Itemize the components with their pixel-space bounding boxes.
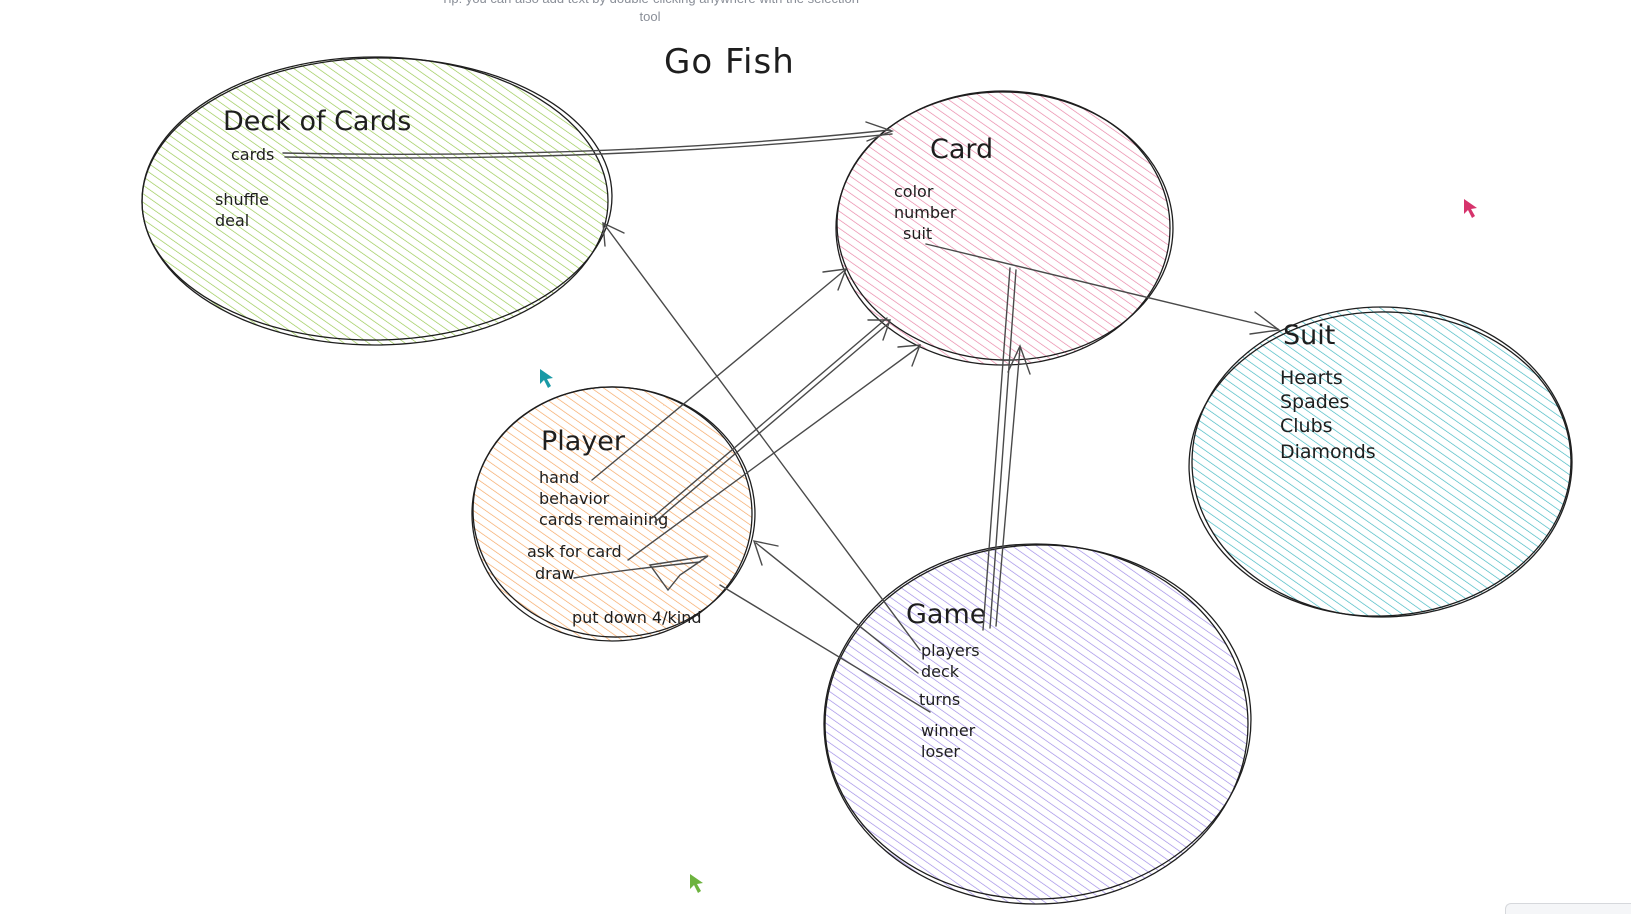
arrow-game-turns-to-player[interactable]: [719, 584, 931, 713]
deck-item-cards: cards: [231, 145, 274, 164]
player-item-put-down: put down 4/kind: [572, 608, 702, 627]
arrow-game-to-player[interactable]: [752, 540, 919, 674]
game-item-deck: deck: [921, 662, 960, 681]
bottom-panel-tab[interactable]: [1505, 903, 1631, 914]
card-item-color: color: [894, 182, 934, 201]
node-deck-of-cards[interactable]: Deck of Cards cards shuffle deal: [140, 54, 615, 346]
suit-fill: [1192, 307, 1572, 617]
game-item-loser: loser: [921, 742, 960, 761]
game-fill: [824, 544, 1248, 904]
player-item-draw: draw: [535, 564, 575, 583]
arrow-player-draw-scribble[interactable]: [573, 555, 709, 592]
player-item-ask-for-card: ask for card: [527, 542, 622, 561]
player-item-behavior: behavior: [539, 489, 610, 508]
card-fill: [836, 91, 1170, 365]
card-title: Card: [930, 134, 993, 165]
deck-item-shuffle: shuffle: [215, 190, 269, 209]
node-game[interactable]: Game players deck turns winner loser: [819, 538, 1257, 907]
player-title: Player: [541, 426, 626, 457]
card-outline-2: [836, 91, 1174, 361]
deck-item-deal: deal: [215, 211, 249, 230]
game-outline-2: [824, 544, 1252, 900]
card-item-suit: suit: [903, 224, 932, 243]
diagram-title: Go Fish: [664, 42, 795, 82]
suit-title: Suit: [1283, 320, 1335, 351]
arrow-deck-to-card[interactable]: [282, 121, 895, 159]
suit-item-spades: Spades: [1280, 391, 1349, 413]
game-title: Game: [906, 599, 986, 630]
cursor-pink: [1464, 199, 1477, 218]
cursor-arrow-icon: [690, 874, 703, 893]
player-outline-2: [472, 386, 756, 638]
deck-outline-2: [141, 57, 613, 341]
tip-text: Tip: you can also add text by double-cli…: [441, 0, 859, 24]
suit-item-diamonds: Diamonds: [1280, 441, 1376, 463]
deck-fill: [142, 57, 608, 345]
game-item-players: players: [921, 641, 980, 660]
node-card[interactable]: Card color number suit: [832, 86, 1177, 366]
player-item-cards-remaining: cards remaining: [539, 510, 668, 529]
player-fill: [472, 387, 752, 641]
cursor-green: [690, 874, 703, 893]
game-item-winner: winner: [921, 721, 976, 740]
suit-item-clubs: Clubs: [1280, 415, 1333, 437]
connectors: [282, 121, 1281, 713]
node-suit[interactable]: Suit Hearts Spades Clubs Diamonds: [1184, 305, 1576, 622]
suit-outline-2: [1188, 311, 1572, 617]
arrow-player-hand-to-card[interactable]: [591, 268, 848, 481]
cursor-arrow-icon: [1464, 199, 1477, 218]
node-player[interactable]: Player hand behavior cards remaining ask…: [467, 380, 762, 644]
suit-item-hearts: Hearts: [1280, 367, 1343, 389]
cursor-arrow-icon: [540, 369, 553, 388]
arrow-card-to-suit[interactable]: [925, 243, 1281, 335]
player-item-hand: hand: [539, 468, 579, 487]
deck-title: Deck of Cards: [223, 106, 411, 137]
game-item-turns: turns: [919, 690, 960, 709]
game-outline: [823, 543, 1249, 905]
arrow-game-to-card[interactable]: [982, 267, 1031, 631]
arrow-game-to-deck[interactable]: [602, 221, 921, 651]
suit-outline: [1191, 306, 1573, 618]
cursor-teal: [540, 369, 553, 388]
arrow-player-cards-to-card[interactable]: [651, 317, 891, 523]
card-item-number: number: [894, 203, 957, 222]
